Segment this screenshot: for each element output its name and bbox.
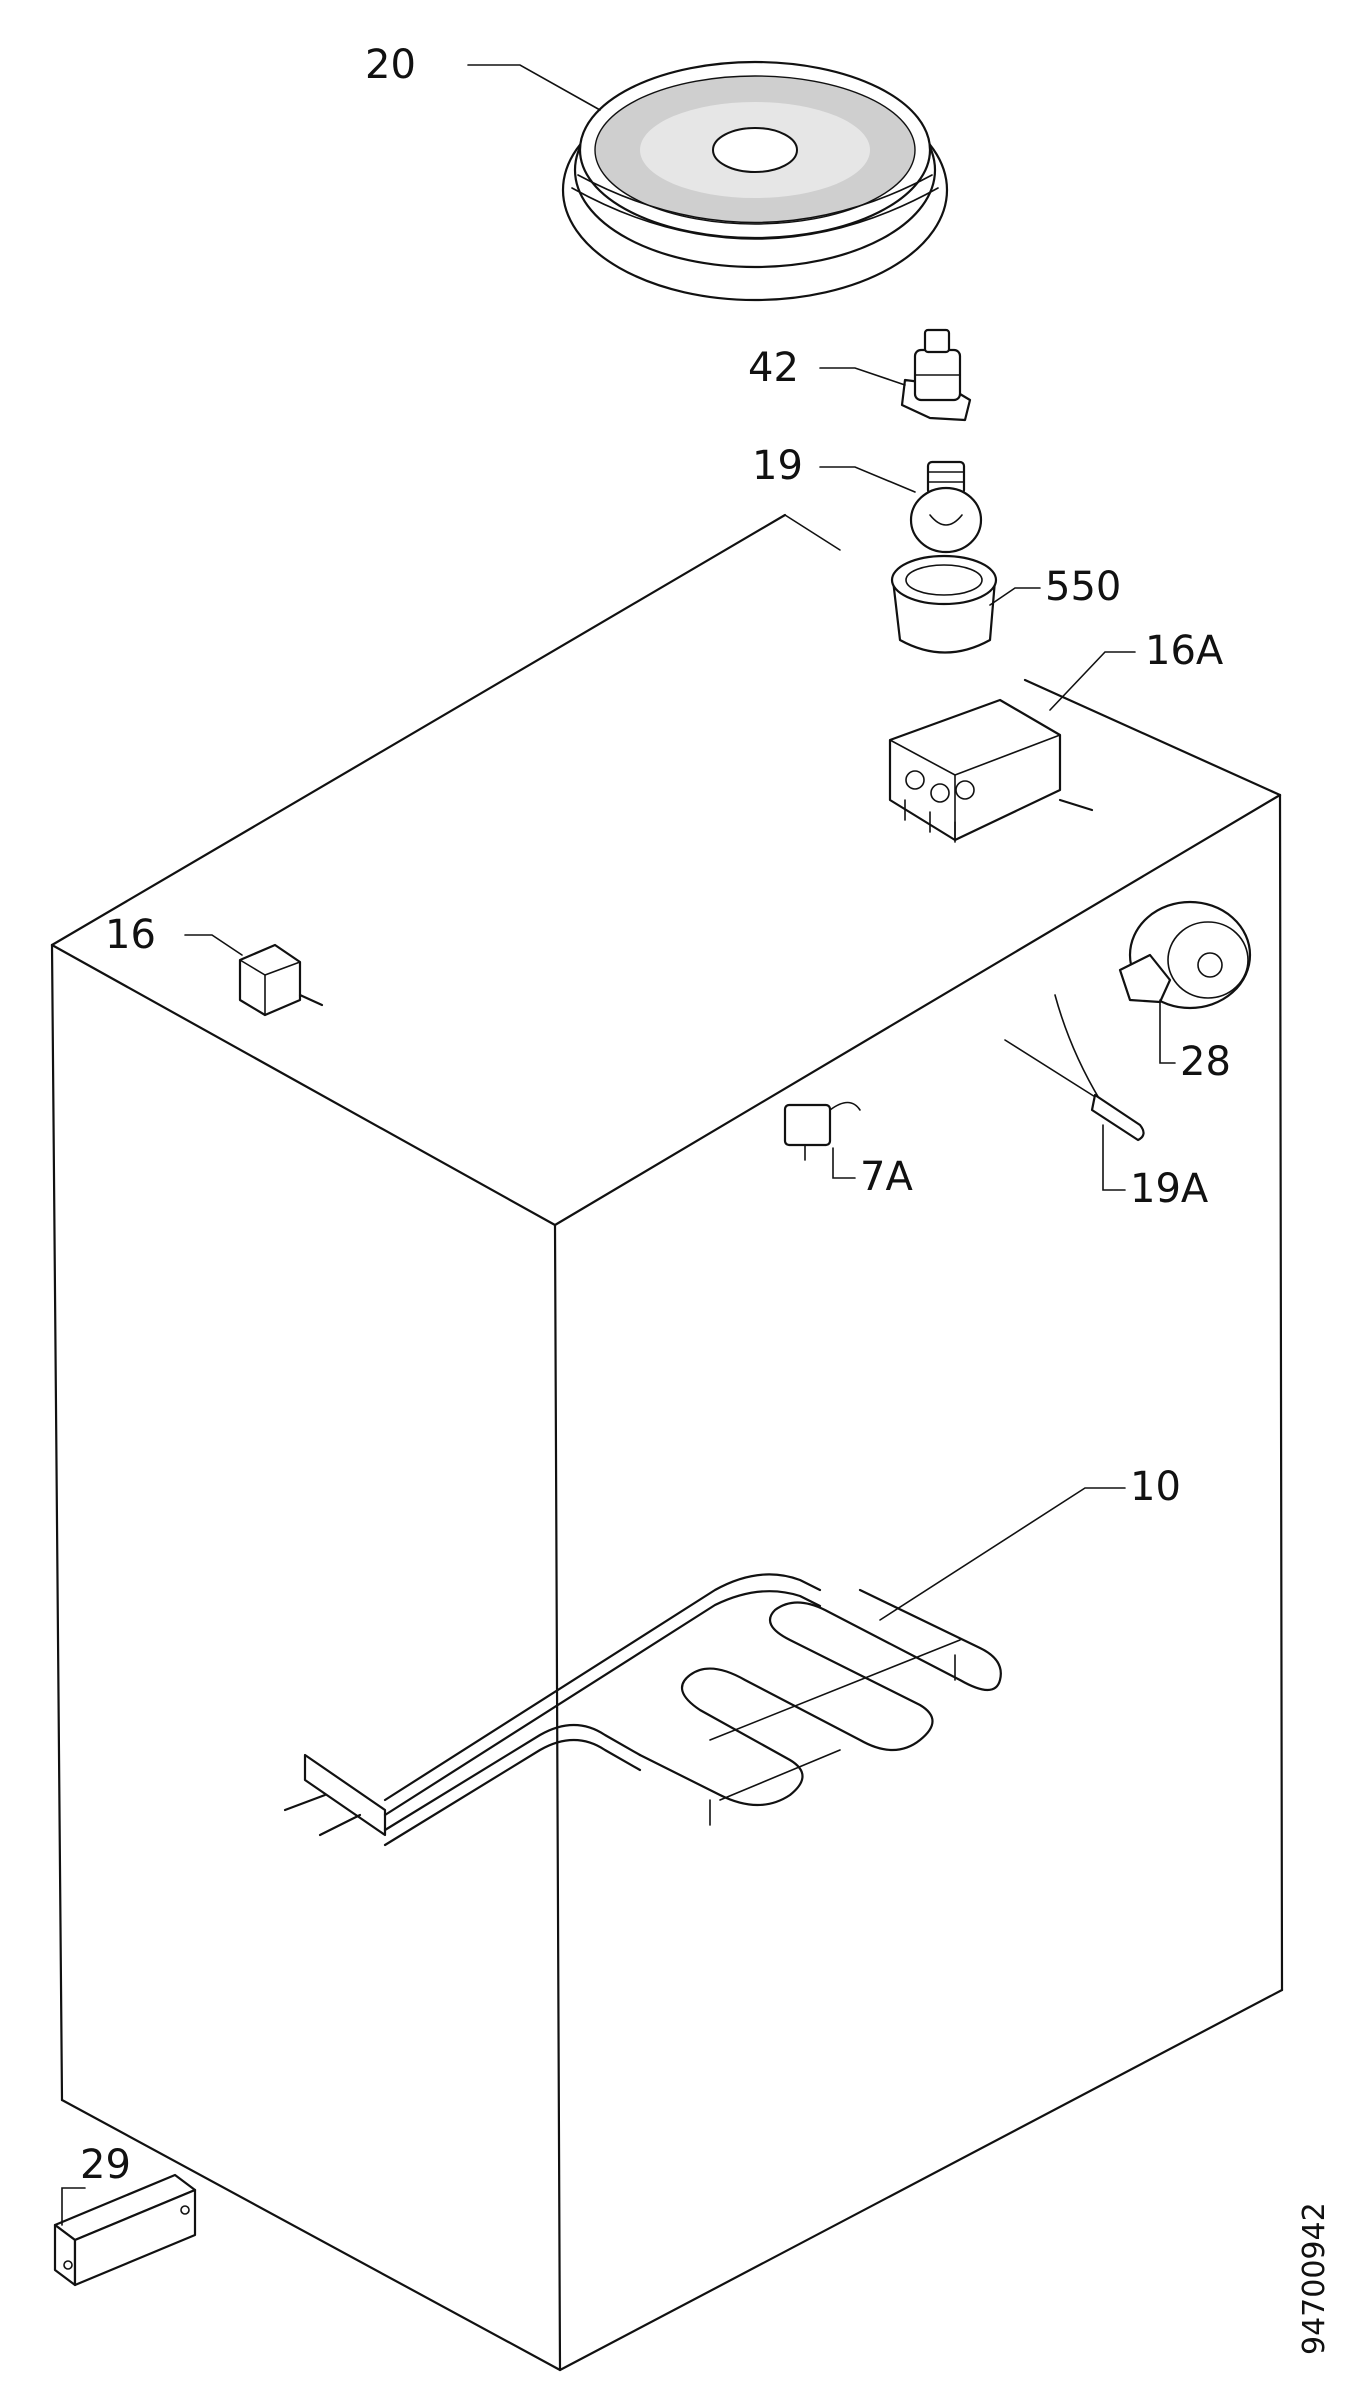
label-16A: 16A (1145, 628, 1224, 674)
label-29: 29 (80, 2142, 131, 2188)
label-28: 28 (1180, 1039, 1231, 1085)
terminal-block-icon (888, 698, 1094, 843)
label-7A: 7A (860, 1154, 913, 1200)
temperature-sensor-icon (1004, 994, 1145, 1142)
label-10: 10 (1130, 1464, 1181, 1510)
label-16: 16 (105, 912, 156, 958)
oven-cabinet (50, 513, 1284, 2372)
leader-lines (61, 64, 1176, 2226)
label-42: 42 (748, 345, 799, 391)
document-number: 94700942 (1297, 2202, 1332, 2355)
label-19A: 19A (1130, 1166, 1209, 1212)
label-550: 550 (1045, 564, 1122, 610)
light-bulb-icon (909, 460, 983, 554)
fan-cover-icon (561, 60, 949, 302)
label-20: 20 (365, 42, 416, 88)
lamp-cover-icon (890, 554, 998, 654)
micro-switch-icon (783, 1101, 861, 1161)
lamp-holder-icon (900, 328, 972, 422)
bracket-icon (53, 2173, 197, 2287)
label-19: 19 (752, 443, 803, 489)
heating-element-icon (283, 1573, 1002, 1847)
push-switch-icon (238, 943, 324, 1017)
motor-icon (1118, 900, 1252, 1010)
